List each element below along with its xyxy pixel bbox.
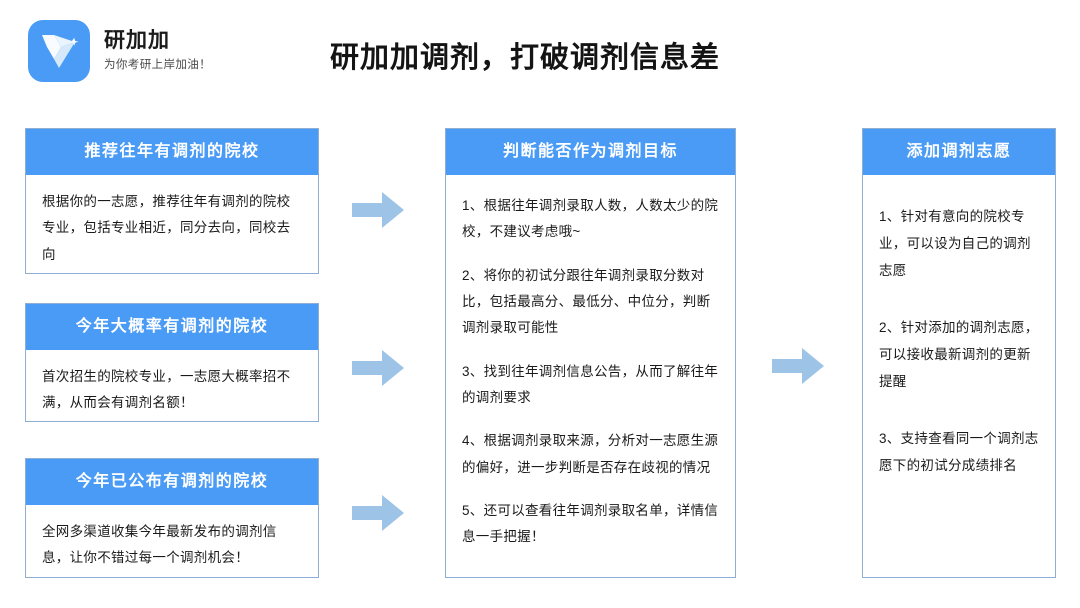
brand-name: 研加加 (104, 29, 170, 53)
card-paragraph: 4、根据调剂录取来源，分析对一志愿生源的偏好，进一步判断是否存在歧视的情况 (462, 433, 719, 475)
card-published-adjust-schools: 今年已公布有调剂的院校 全网多渠道收集今年最新发布的调剂信息，让你不错过每一个调… (25, 458, 319, 578)
brand-slogan: 为你考研上岸加油！ (104, 58, 212, 71)
card-judge-adjust-target: 判断能否作为调剂目标 1、根据往年调剂录取人数，人数太少的院校，不建议考虑哦~ … (445, 128, 736, 578)
card-body: 全网多渠道收集今年最新发布的调剂信息，让你不错过每一个调剂机会！ (26, 505, 318, 584)
card-paragraph: 根据你的一志愿，推荐往年有调剂的院校专业，包括专业相近，同分去向，同校去向 (42, 194, 291, 262)
card-body: 首次招生的院校专业，一志愿大概率招不满，从而会有调剂名额！ (26, 350, 318, 429)
card-title: 添加调剂志愿 (863, 129, 1055, 175)
card-title: 今年大概率有调剂的院校 (26, 304, 318, 350)
card-paragraph: 全网多渠道收集今年最新发布的调剂信息，让你不错过每一个调剂机会！ (42, 524, 277, 566)
card-body: 根据你的一志愿，推荐往年有调剂的院校专业，包括专业相近，同分去向，同校去向 (26, 175, 318, 280)
card-paragraph: 5、还可以查看往年调剂录取名单，详情信息一手把握！ (462, 502, 719, 545)
card-title: 今年已公布有调剂的院校 (26, 459, 318, 505)
card-paragraph: 2、将你的初试分跟往年调剂录取分数对比，包括最高分、最低分、中位分，判断调剂录取… (462, 267, 711, 336)
page-header: 研加加 为你考研上岸加油！ 研加加调剂，打破调剂信息差 (0, 0, 1080, 108)
brand-block: 研加加 为你考研上岸加油！ (28, 20, 211, 82)
arrow-right-icon (352, 350, 404, 386)
card-body: 1、根据往年调剂录取人数，人数太少的院校，不建议考虑哦~ 2、将你的初试分跟往年… (446, 175, 735, 562)
brand-text: 研加加 为你考研上岸加油！ (104, 29, 211, 72)
arrow-right-icon (352, 192, 404, 228)
card-add-adjust-wish: 添加调剂志愿 1、针对有意向的院校专业，可以设为自己的调剂志愿 2、针对添加的调… (862, 128, 1056, 578)
card-paragraph: 3、支持查看同一个调剂志愿下的初试分成绩排名 (879, 431, 1039, 473)
card-title: 推荐往年有调剂的院校 (26, 129, 318, 175)
card-recommend-history-schools: 推荐往年有调剂的院校 根据你的一志愿，推荐往年有调剂的院校专业，包括专业相近，同… (25, 128, 319, 274)
arrow-right-icon (772, 348, 824, 384)
arrow-right-icon (352, 495, 404, 531)
card-paragraph: 首次招生的院校专业，一志愿大概率招不满，从而会有调剂名额！ (42, 369, 291, 411)
card-paragraph: 2、针对添加的调剂志愿，可以接收最新调剂的更新提醒 (879, 320, 1039, 389)
card-title: 判断能否作为调剂目标 (446, 129, 735, 175)
card-likely-adjust-schools: 今年大概率有调剂的院校 首次招生的院校专业，一志愿大概率招不满，从而会有调剂名额… (25, 303, 319, 422)
yanjiajia-bird-logo-icon (28, 20, 90, 82)
page-title: 研加加调剂，打破调剂信息差 (330, 42, 721, 74)
card-paragraph: 1、根据往年调剂录取人数，人数太少的院校，不建议考虑哦~ (462, 198, 719, 240)
card-paragraph: 3、找到往年调剂信息公告，从而了解往年的调剂要求 (462, 363, 719, 405)
card-paragraph: 1、针对有意向的院校专业，可以设为自己的调剂志愿 (879, 209, 1031, 278)
card-body: 1、针对有意向的院校专业，可以设为自己的调剂志愿 2、针对添加的调剂志愿，可以接… (863, 175, 1055, 491)
